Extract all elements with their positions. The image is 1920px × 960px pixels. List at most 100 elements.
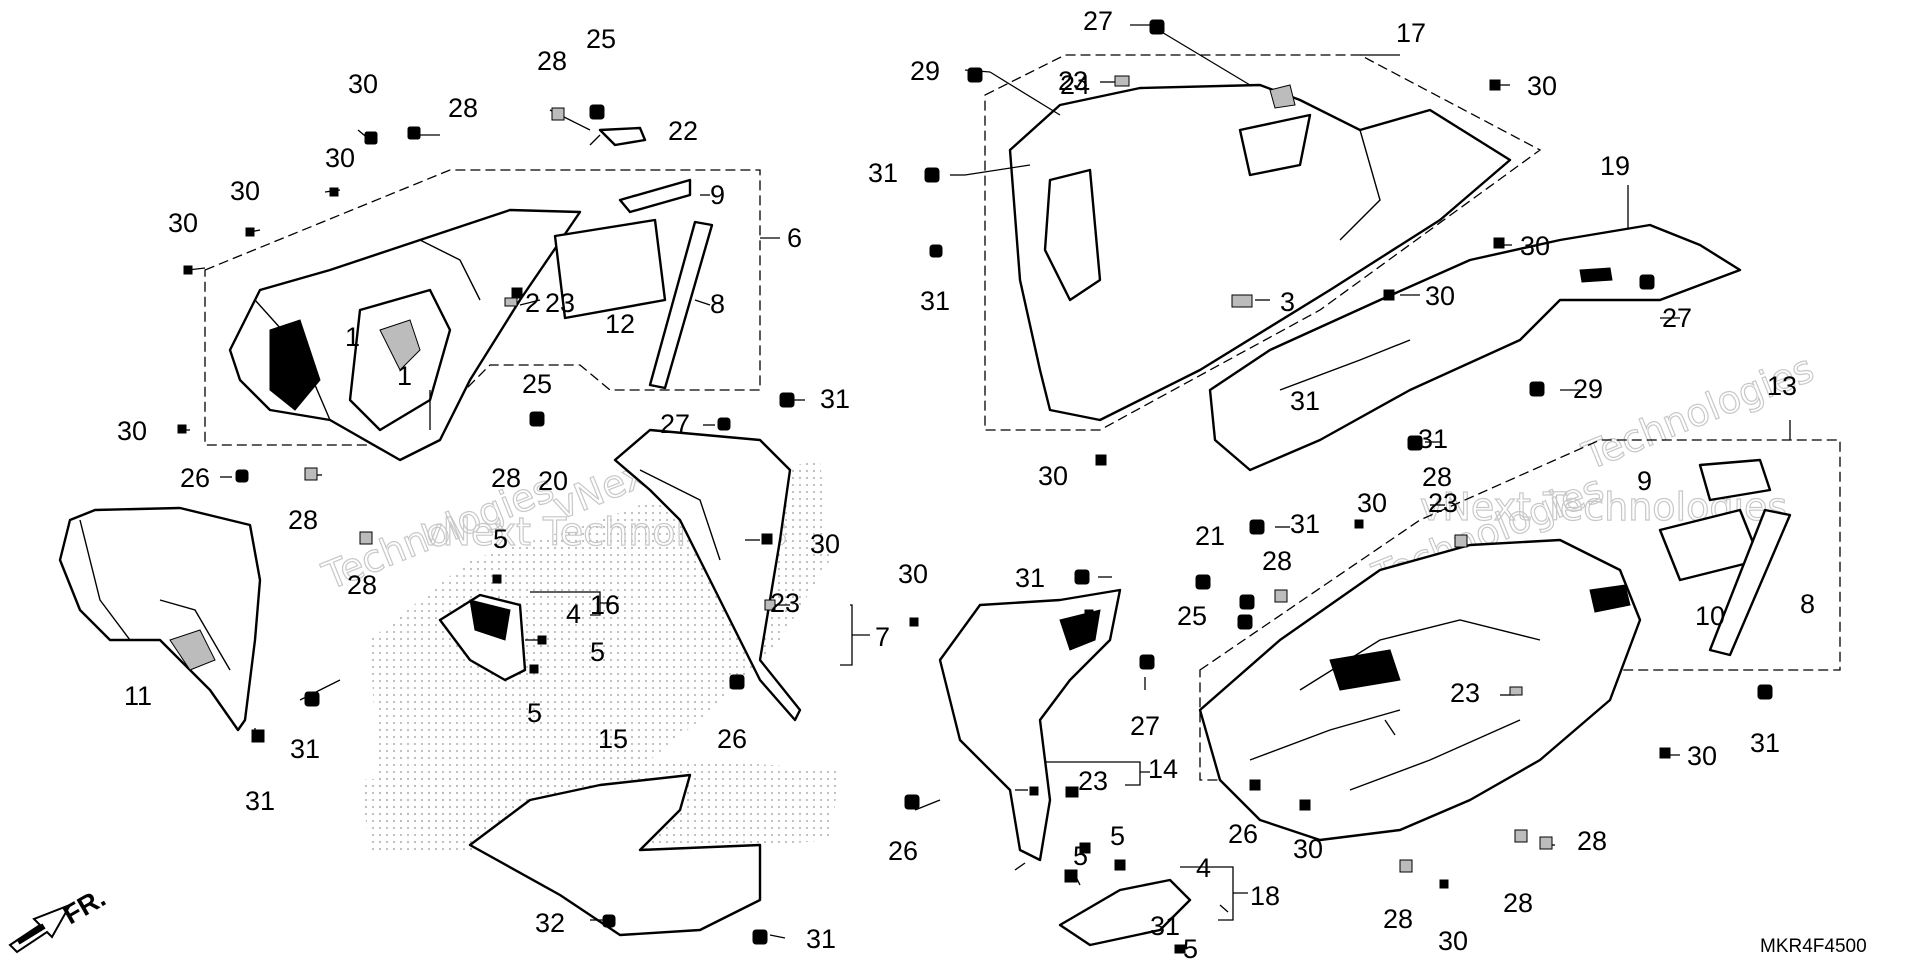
callout-number: 20 [538,466,568,496]
callout-number: 31 [820,384,850,414]
callout-number: 30 [898,559,928,589]
callout-number: 30 [1438,926,1468,956]
callout-number: 23 [770,588,800,618]
callout-number: 5 [493,524,508,554]
callout-number: 8 [1800,589,1815,619]
callout-number: 31 [1290,386,1320,416]
callout-number: 23 [1450,678,1480,708]
callout-number: 2 [525,288,540,318]
callout-number: 21 [1195,521,1225,551]
callout-number: 31 [1150,911,1180,941]
callout-number: 30 [810,529,840,559]
callout-number: 28 [537,46,567,76]
callout-number: 18 [1250,881,1280,911]
callout-number: 30 [1038,461,1068,491]
callout-number: 30 [117,416,147,446]
part-9-clip-left [618,178,692,214]
callout-number: 24 [1060,70,1090,100]
part-8-strip-right [1708,508,1792,657]
callout-number: 30 [1425,281,1455,311]
callout-number: 30 [325,143,355,173]
callout-number: 25 [586,24,616,54]
callout-number: 23 [1058,66,1088,96]
callout-number: 25 [1177,601,1207,631]
callout-number: 9 [710,180,725,210]
callout-number: 28 [288,505,318,535]
callout-number: 5 [1073,841,1088,871]
callout-number: 29 [910,56,940,86]
callout-number: 31 [245,786,275,816]
callout-number: 25 [522,369,552,399]
callout-number: 10 [1695,601,1725,631]
callout-number: 4 [566,599,581,629]
front-label: FR. [58,882,111,930]
leader-lines [178,24,1680,939]
callout-number: 5 [590,637,605,667]
callout-number: 26 [717,724,747,754]
fasteners [177,19,1773,954]
part-12-pad [553,218,667,320]
callout-number: 26 [1228,819,1258,849]
callout-number: 11 [124,681,152,711]
part-19-cowl [1208,223,1742,472]
callout-number: 4 [1196,853,1211,883]
callout-number: 30 [1520,231,1550,261]
part-22-bracket [598,126,647,147]
callout-number: 31 [1418,424,1448,454]
callout-number: 27 [660,409,690,439]
part-13-lower-cowl [1198,538,1642,842]
callout-number: 29 [1573,374,1603,404]
callout-number: 28 [1577,826,1607,856]
callout-number: 9 [1637,466,1652,496]
callout-number: 23 [1428,488,1458,518]
callout-number: 31 [1750,728,1780,758]
part-7-inner-panel [613,428,802,722]
callout-number: 12 [605,309,635,339]
part-9-clip-right [1698,458,1772,502]
callout-number: 31 [868,158,898,188]
callout-number: 5 [1110,821,1125,851]
callout-number: 14 [1148,754,1178,784]
callout-number: 23 [545,288,575,318]
watermark-text: Technologies [1576,346,1820,479]
callout-number: 30 [1687,741,1717,771]
part-16-duct [438,593,527,682]
part-18-tray [1058,878,1192,947]
callout-number: 1 [397,361,412,391]
callout-number: 28 [448,93,478,123]
callout-number: 17 [1396,18,1426,48]
part-14-inner-panel [938,588,1122,862]
callout-number: 30 [1293,834,1323,864]
callout-number: 26 [180,463,210,493]
callout-number: 1 [345,322,360,352]
part-17-center-cowl [1008,83,1512,422]
callout-number: 7 [875,622,890,652]
callout-labels: 1 1 2 3 4 4 5 5 5 5 5 5 6 7 8 8 9 9 10 1… [117,6,1815,960]
callout-number: 32 [535,908,565,938]
callout-number: 5 [1183,934,1198,960]
callout-number: 16 [590,590,620,620]
callout-number: 28 [1262,546,1292,576]
callout-number: 28 [1383,904,1413,934]
callout-number: 6 [787,223,802,253]
callout-number: 3 [1280,287,1295,317]
callout-number: 22 [668,116,698,146]
callout-number: 13 [1767,371,1797,401]
callout-number: 30 [1357,488,1387,518]
callout-number: 30 [1527,71,1557,101]
callout-number: 30 [348,69,378,99]
callout-number: 28 [347,570,377,600]
callout-number: 28 [1503,888,1533,918]
front-direction-arrow: FR. [8,882,111,954]
callout-number: 8 [710,289,725,319]
part-15-lower-panel [468,773,762,937]
callout-number: 26 [888,836,918,866]
callout-number: 30 [230,176,260,206]
callout-number: 5 [527,698,542,728]
callout-number: 27 [1083,6,1113,36]
callout-number: 19 [1600,151,1630,181]
callout-number: 30 [168,208,198,238]
part-8-strip-left [648,220,714,390]
callout-number: 31 [920,286,950,316]
